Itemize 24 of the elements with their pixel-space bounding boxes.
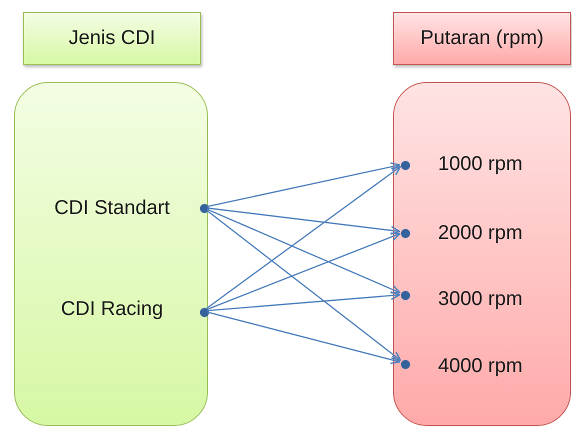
connection-dot [400, 228, 410, 238]
arrow [207, 162, 400, 208]
option-label: 3000 rpm [438, 287, 522, 311]
arrow [206, 208, 401, 294]
connection-dot [400, 291, 410, 300]
option-label: 1000 rpm [438, 152, 522, 176]
arrow [206, 210, 402, 361]
header-box: Putaran (rpm) [393, 12, 571, 65]
connection-dot [200, 308, 208, 316]
option-label: CDI Racing [60, 297, 164, 321]
connection-dot [400, 160, 410, 170]
option-label: CDI Standart [54, 196, 170, 220]
arrow [207, 291, 400, 312]
category-panel [393, 82, 571, 426]
connection-dot [400, 360, 410, 368]
option-label: 4000 rpm [438, 354, 522, 378]
arrow [207, 207, 400, 235]
arrow [206, 232, 400, 310]
arrow [207, 312, 400, 364]
arrow [206, 166, 402, 309]
category-panel [14, 82, 208, 426]
option-label: 2000 rpm [438, 221, 522, 245]
connection-dot [200, 204, 208, 213]
header-box: Jenis CDI [23, 12, 201, 65]
